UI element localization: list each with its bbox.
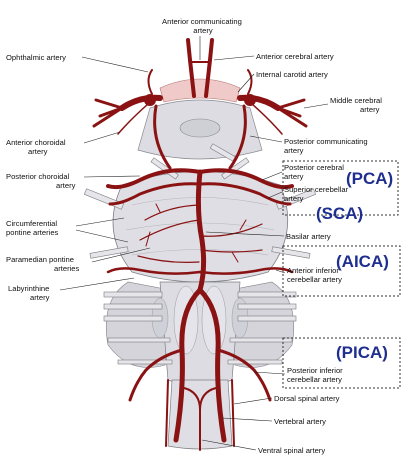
label-superior-cerebellar-artery: Superior cerebellar artery (284, 185, 350, 203)
medulla (159, 281, 241, 387)
abbr-sca: (SCA) (316, 204, 363, 223)
label-circumferential-pontine-arteries: Circumferential pontine arteries (6, 219, 59, 237)
label-middle-cerebral-artery: Middle cerebral artery (330, 96, 384, 114)
abbr-pca: (PCA) (346, 169, 393, 188)
label-posterior-communicating-artery: Posterior communicating artery (284, 137, 370, 155)
pca-sca-box (282, 160, 399, 216)
abbr-aica: (AICA) (336, 252, 389, 271)
label-dorsal-spinal-artery: Dorsal spinal artery (274, 394, 340, 403)
label-basilar-artery: Basilar artery (286, 232, 331, 241)
mammillary-bodies (179, 118, 221, 138)
label-paramedian-pontine-arteries: Paramedian pontine arteries (6, 255, 80, 273)
label-anterior-communicating-artery: Anterior communicating artery (162, 17, 244, 35)
optic-chiasm (159, 78, 241, 103)
abbr-pica: (PICA) (336, 343, 388, 362)
aica-box (282, 245, 401, 297)
label-internal-carotid-artery: Internal carotid artery (256, 70, 328, 79)
cranial-nerves (83, 143, 317, 365)
label-posterior-inferior-cerebellar-artery: Posterior inferior cerebellar artery (287, 366, 345, 384)
labels-top: Anterior communicating artery (162, 17, 244, 60)
label-anterior-choroidal-artery: Anterior choroidal artery (6, 138, 68, 156)
label-ophthalmic-artery: Ophthalmic artery (6, 53, 66, 62)
pica-box (282, 337, 401, 389)
label-posterior-cerebral-artery: Posterior cerebral artery (284, 163, 346, 181)
label-posterior-choroidal-artery: Posterior choroidal artery (6, 172, 76, 190)
labels-left: Ophthalmic artery Anterior choroidal art… (6, 53, 151, 302)
label-ventral-spinal-artery: Ventral spinal artery (258, 446, 325, 455)
labels-right: Anterior cerebral artery Internal caroti… (201, 52, 384, 455)
abbreviation-annotations: (PCA) (SCA) (AICA) (PICA) (282, 160, 401, 389)
label-vertebral-artery: Vertebral artery (274, 417, 326, 426)
arterial-tree (92, 38, 308, 451)
label-anterior-cerebral-artery: Anterior cerebral artery (256, 52, 334, 61)
label-labyrinthine-artery: Labyrinthine artery (8, 284, 52, 302)
label-anterior-inferior-cerebellar-artery: Anterior inferior cerebellar artery (287, 266, 342, 284)
